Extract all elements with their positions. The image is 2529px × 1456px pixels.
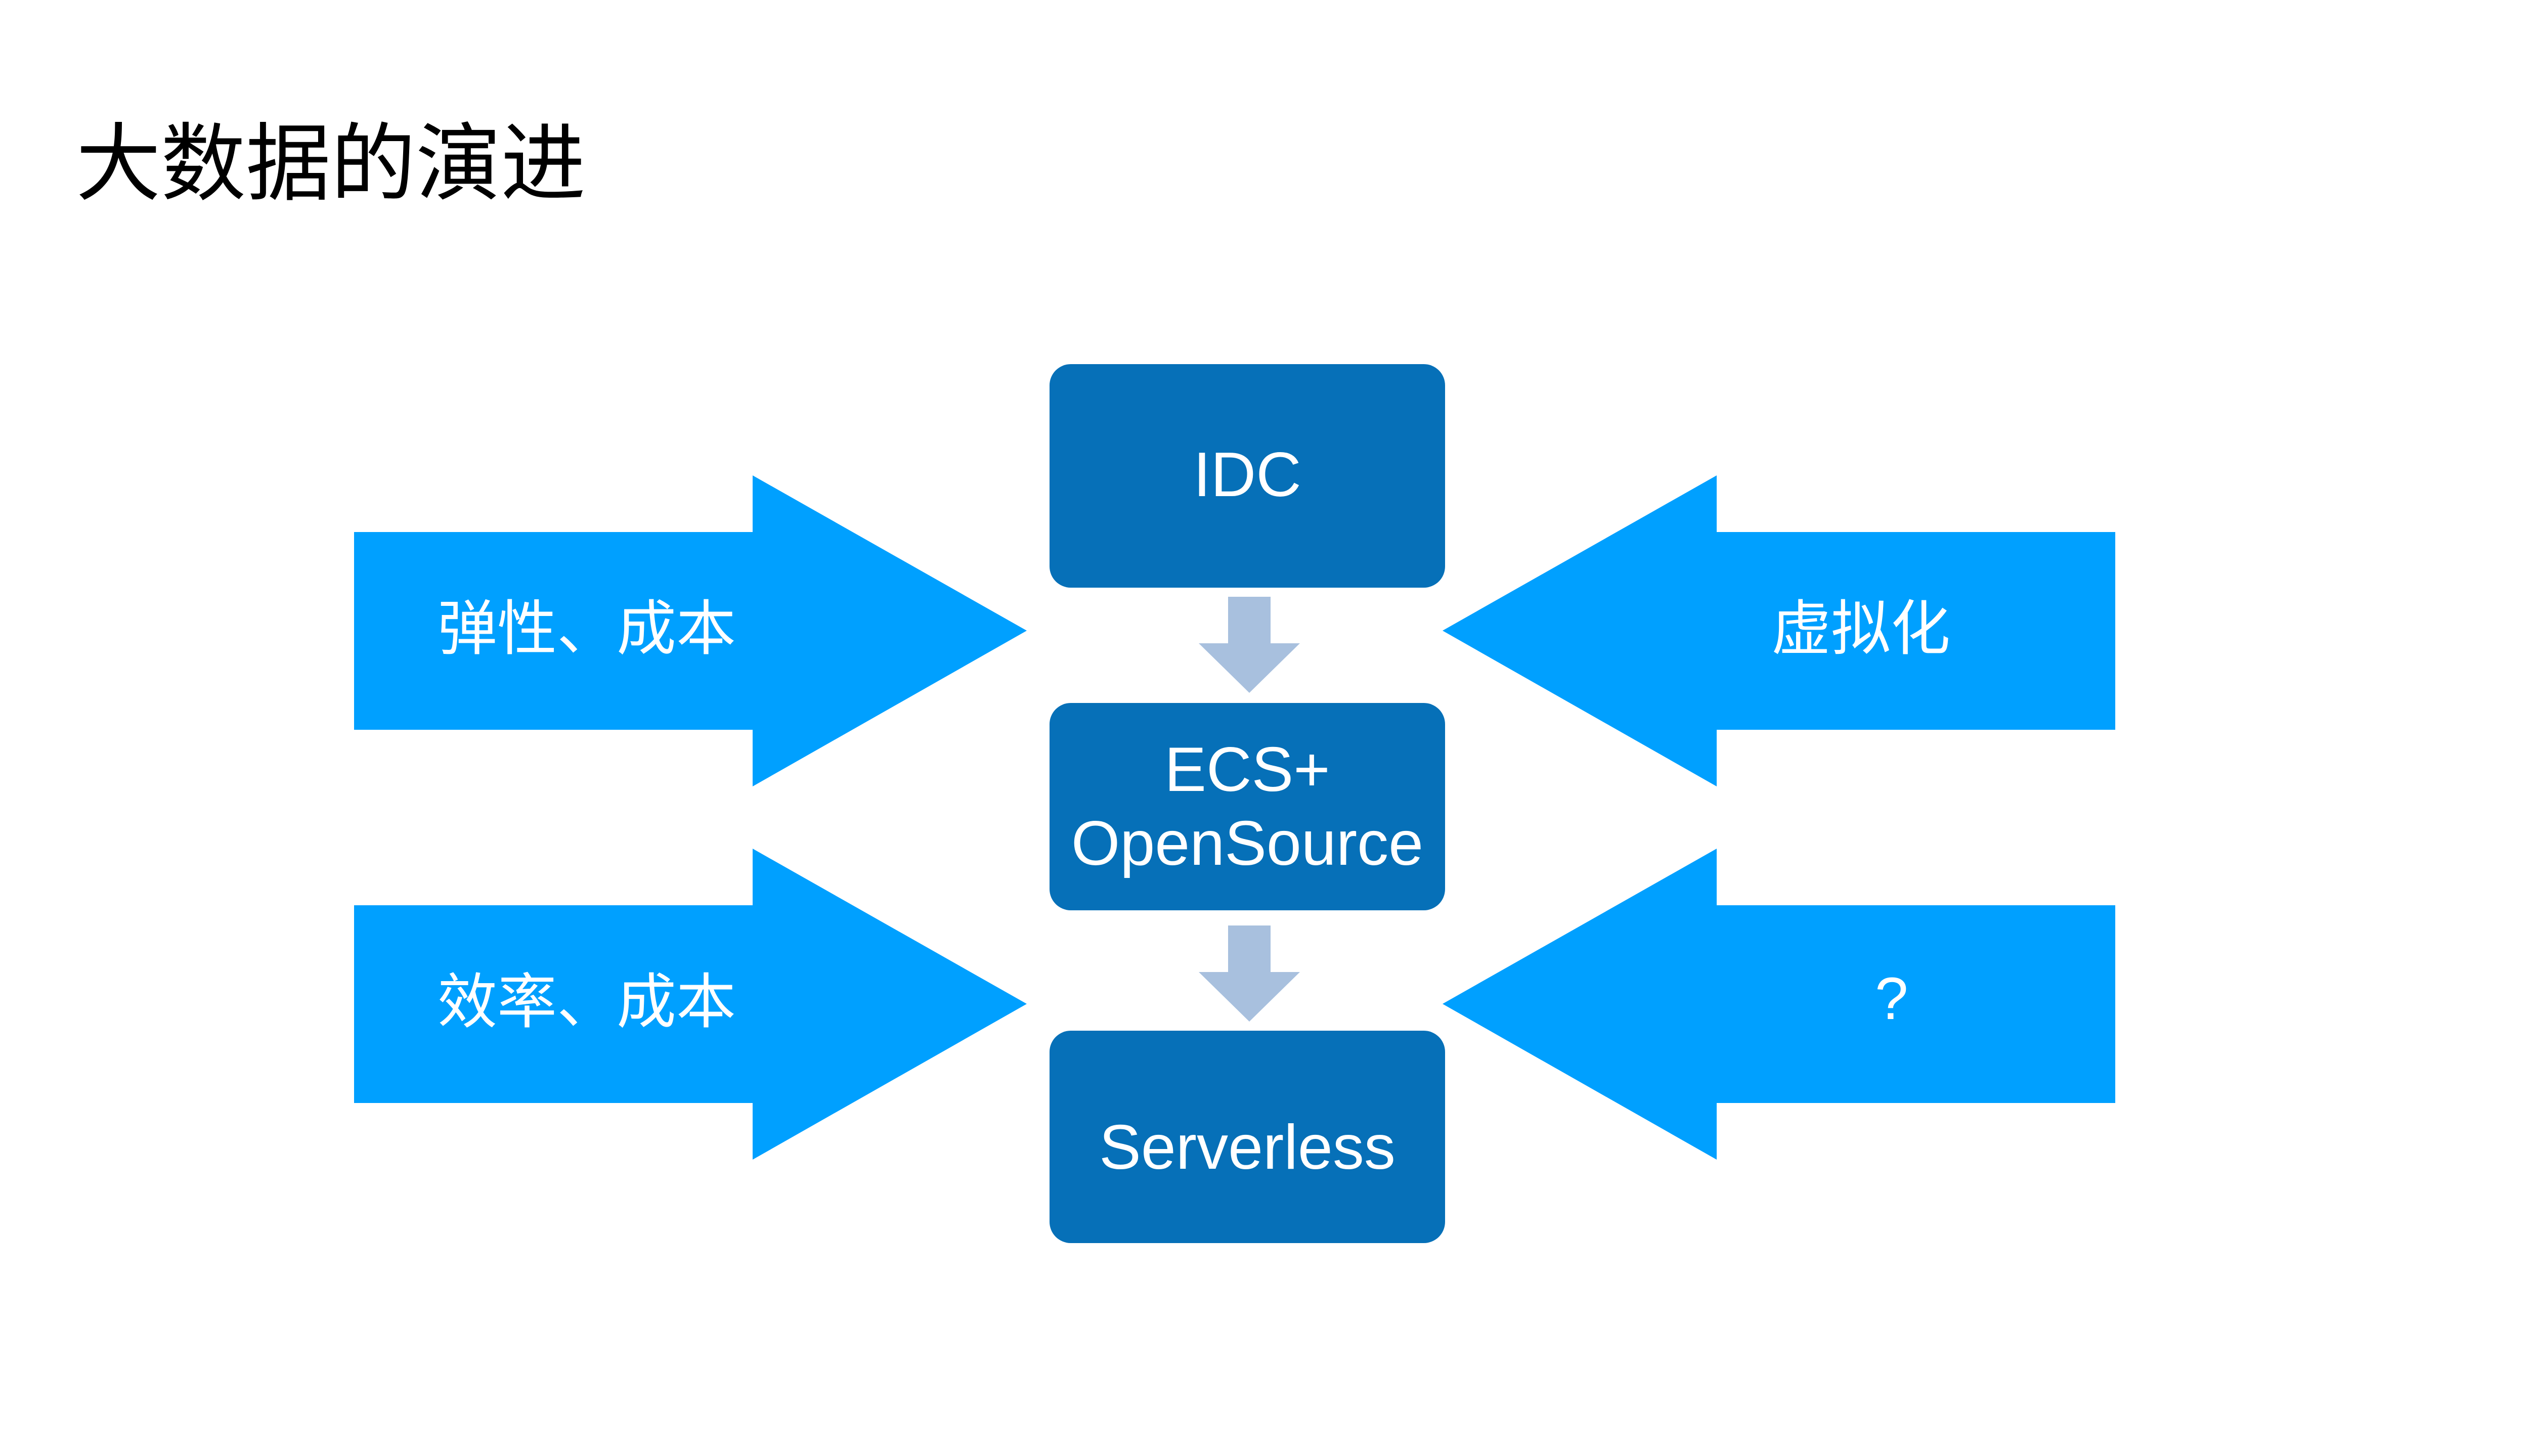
stage-box-serverless[interactable]: Serverless: [1050, 1031, 1445, 1243]
stage-box-ecs[interactable]: ECS+ OpenSource: [1050, 703, 1445, 910]
driver-arrow-right-1[interactable]: 虚拟化: [1443, 475, 2115, 786]
left-chevron-arrow-icon: [1443, 475, 2115, 786]
right-chevron-arrow-icon: [354, 475, 1027, 786]
down-arrow-icon: [1199, 925, 1300, 1022]
down-arrow-icon: [1199, 597, 1300, 693]
stage-box-idc-label: IDC: [1193, 440, 1301, 510]
driver-arrow-left-2-label: 效率、成本: [438, 969, 736, 1036]
driver-arrow-left-1[interactable]: 弹性、成本: [354, 475, 1027, 786]
stage-box-ecs-label: ECS+ OpenSource: [1071, 734, 1424, 878]
driver-arrow-right-1-label: 虚拟化: [1771, 596, 1951, 663]
connector-arrow-idc-to-ecs: [1199, 597, 1300, 693]
left-chevron-arrow-icon: [1443, 849, 2115, 1160]
driver-arrow-left-2[interactable]: 效率、成本: [354, 849, 1027, 1160]
stage-box-idc[interactable]: IDC: [1050, 364, 1445, 588]
right-chevron-arrow-icon: [354, 849, 1027, 1160]
stage-box-serverless-label: Serverless: [1099, 1113, 1396, 1182]
connector-arrow-ecs-to-serverless: [1199, 925, 1300, 1022]
driver-arrow-right-2-label: ?: [1875, 965, 1908, 1032]
driver-arrow-right-2[interactable]: ?: [1443, 849, 2115, 1160]
page-title: 大数据的演进: [76, 116, 586, 211]
driver-arrow-left-1-label: 弹性、成本: [438, 596, 736, 663]
